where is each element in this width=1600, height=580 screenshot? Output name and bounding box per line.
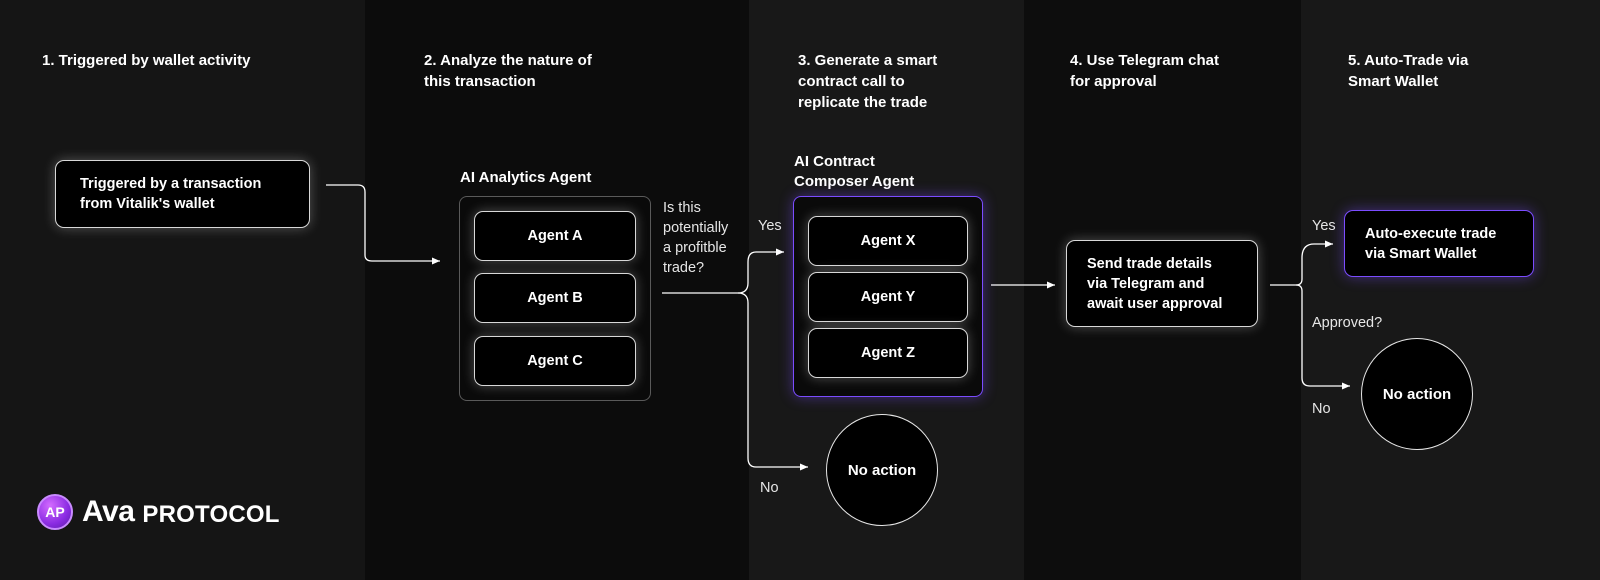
agent-c-box: Agent C bbox=[474, 336, 636, 386]
step-5-heading: 5. Auto-Trade via Smart Wallet bbox=[1348, 52, 1469, 90]
branch2-yes-label: Yes bbox=[1312, 218, 1336, 234]
step-2-heading: 2. Analyze the nature of this transactio… bbox=[424, 52, 592, 90]
step-1-heading: 1. Triggered by wallet activity bbox=[42, 52, 251, 69]
ava-protocol-logo: AP Ava PROTOCOL bbox=[37, 494, 280, 530]
auto-execute-box: Auto-execute trade via Smart Wallet bbox=[1344, 210, 1534, 277]
branch2-no-label: No bbox=[1312, 401, 1331, 417]
column-1-bg bbox=[0, 0, 365, 580]
branch1-no-label: No bbox=[760, 480, 779, 496]
no-action-circle-1: No action bbox=[826, 414, 938, 526]
analytics-group-title: AI Analytics Agent bbox=[460, 169, 592, 186]
agent-y-box: Agent Y bbox=[808, 272, 968, 322]
agent-b-box: Agent B bbox=[474, 273, 636, 323]
agent-a-box: Agent A bbox=[474, 211, 636, 261]
step-3-heading: 3. Generate a smart contract call to rep… bbox=[798, 52, 938, 111]
step-4-heading: 4. Use Telegram chat for approval bbox=[1070, 52, 1219, 90]
column-5-bg bbox=[1301, 0, 1600, 580]
profitable-question: Is this potentially a profitble trade? bbox=[663, 200, 729, 276]
branch1-yes-label: Yes bbox=[758, 218, 782, 234]
logo-name: Ava bbox=[82, 495, 135, 528]
logo-suffix: PROTOCOL bbox=[142, 500, 280, 528]
telegram-approval-box: Send trade details via Telegram and awai… bbox=[1066, 240, 1258, 327]
agent-z-box: Agent Z bbox=[808, 328, 968, 378]
trigger-box: Triggered by a transaction from Vitalik'… bbox=[55, 160, 310, 228]
no-action-circle-2: No action bbox=[1361, 338, 1473, 450]
logo-mark-icon: AP bbox=[37, 494, 73, 530]
agent-x-box: Agent X bbox=[808, 216, 968, 266]
approved-question: Approved? bbox=[1312, 315, 1383, 331]
composer-group-title: AI Contract Composer Agent bbox=[794, 153, 915, 190]
